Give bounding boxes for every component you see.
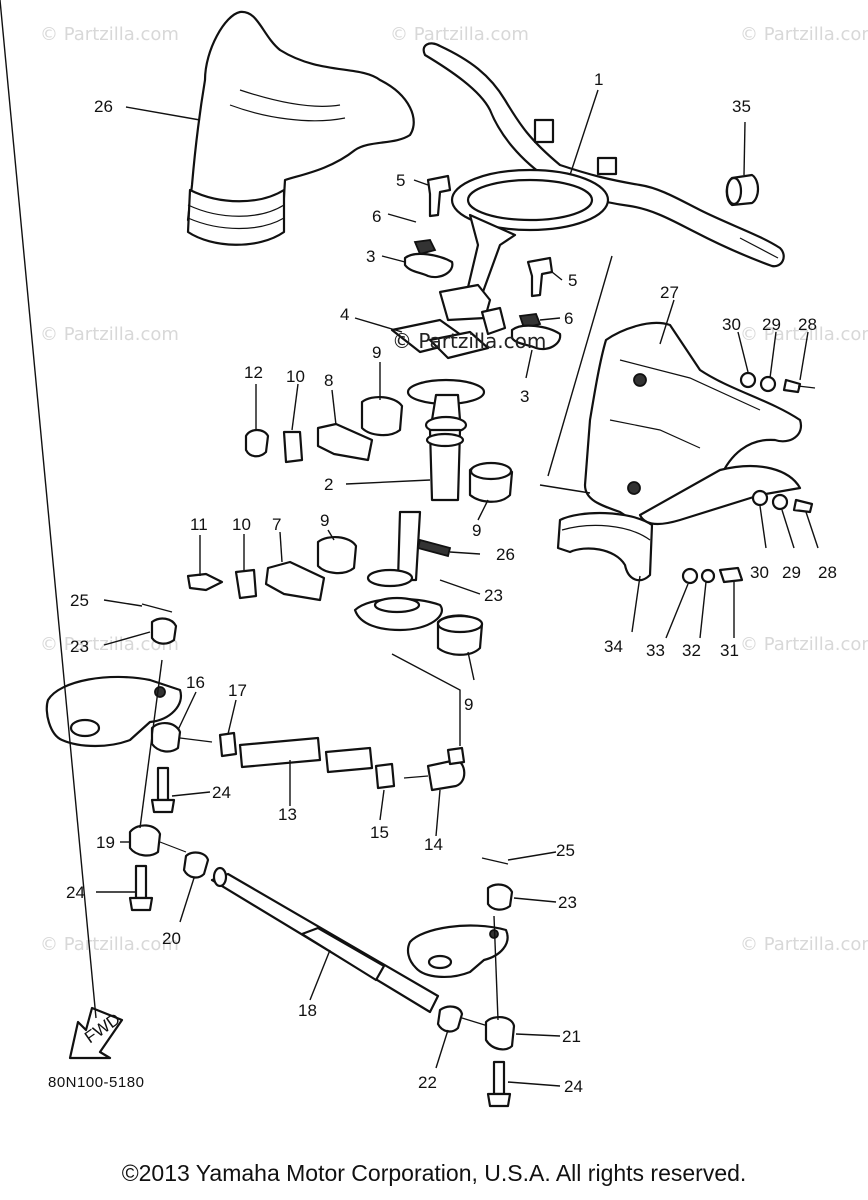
part-right-hardware — [681, 371, 816, 585]
callout-9: 9 — [464, 695, 473, 714]
part-end-cap — [725, 173, 760, 207]
part-clamp-hardware — [403, 174, 562, 351]
watermark: © Partzilla.com — [740, 634, 868, 655]
callout-20: 20 — [162, 929, 181, 948]
fwd-arrow-icon: FWD — [68, 1006, 124, 1060]
callout-30: 30 — [750, 563, 769, 582]
watermark: © Partzilla.com — [740, 24, 868, 45]
callout-9: 9 — [372, 343, 381, 362]
part-panel-bracket — [583, 321, 803, 527]
callout-28: 28 — [798, 315, 817, 334]
callout-8: 8 — [324, 371, 333, 390]
callout-24: 24 — [66, 883, 85, 902]
callout-29: 29 — [782, 563, 801, 582]
callout-30: 30 — [722, 315, 741, 334]
watermark: © Partzilla.com — [390, 24, 529, 45]
callout-1: 1 — [594, 70, 603, 89]
callout-14: 14 — [424, 835, 443, 854]
callout-25: 25 — [556, 841, 575, 860]
part-brackets — [186, 422, 374, 602]
watermark: © Partzilla.com — [40, 24, 179, 45]
callout-2: 2 — [324, 475, 333, 494]
part-lower-clamp — [556, 512, 654, 582]
callout-34: 34 — [604, 637, 623, 656]
callout-35: 35 — [732, 97, 751, 116]
copyright-notice: ©2013 Yamaha Motor Corporation, U.S.A. A… — [121, 1160, 747, 1186]
callout-18: 18 — [298, 1001, 317, 1020]
callout-9: 9 — [320, 511, 329, 530]
callout-27: 27 — [660, 283, 679, 302]
callout-29: 29 — [762, 315, 781, 334]
callout-10: 10 — [232, 515, 251, 534]
callout-9: 9 — [472, 521, 481, 540]
part-left-arm — [45, 603, 183, 748]
callout-6: 6 — [372, 207, 381, 226]
callout-24: 24 — [564, 1077, 583, 1096]
callout-31: 31 — [720, 641, 739, 660]
callout-24: 24 — [212, 783, 231, 802]
callout-23: 23 — [558, 893, 577, 912]
part-column-bracket — [390, 318, 490, 360]
callout-labels: 26 1 35 5 6 3 5 6 3 4 9 8 10 12 2 9 9 7 … — [66, 70, 837, 1096]
callout-10: 10 — [286, 367, 305, 386]
callout-11: 11 — [190, 515, 208, 534]
callout-21: 21 — [562, 1027, 581, 1046]
part-upper-tie-rod — [150, 722, 466, 814]
callout-22: 22 — [418, 1073, 437, 1092]
callout-3: 3 — [366, 247, 375, 266]
watermark: © Partzilla.com — [740, 934, 868, 955]
part-code: 80N100-5180 — [48, 1074, 145, 1091]
watermark: © Partzilla.com — [40, 934, 179, 955]
callout-7: 7 — [272, 515, 281, 534]
part-handlebar — [422, 42, 785, 336]
callout-13: 13 — [278, 805, 297, 824]
part-bushings — [316, 396, 514, 656]
part-right-arm — [406, 857, 514, 978]
watermark: © Partzilla.com — [40, 324, 179, 345]
callout-28: 28 — [818, 563, 837, 582]
watermark-group: © Partzilla.com © Partzilla.com © Partzi… — [40, 24, 868, 955]
center-watermark: © Partzilla.com — [392, 329, 546, 353]
leader-lines — [0, 0, 819, 1087]
callout-32: 32 — [682, 641, 701, 660]
part-lower-tie-rod — [128, 824, 516, 1108]
callout-17: 17 — [228, 681, 247, 700]
part-steering-boot — [186, 10, 415, 246]
callout-6: 6 — [564, 309, 573, 328]
callout-16: 16 — [186, 673, 205, 692]
part-steering-column — [353, 378, 486, 632]
callout-33: 33 — [646, 641, 665, 660]
callout-5: 5 — [396, 171, 405, 190]
callout-25: 25 — [70, 591, 89, 610]
callout-26: 26 — [496, 545, 515, 564]
callout-4: 4 — [340, 305, 349, 324]
callout-12: 12 — [244, 363, 263, 382]
callout-23: 23 — [70, 637, 89, 656]
callout-3: 3 — [520, 387, 529, 406]
watermark: © Partzilla.com — [740, 324, 868, 345]
callout-23: 23 — [484, 586, 503, 605]
callout-26: 26 — [94, 97, 113, 116]
callout-19: 19 — [96, 833, 115, 852]
callout-5: 5 — [568, 271, 577, 290]
callout-15: 15 — [370, 823, 389, 842]
watermark: © Partzilla.com — [40, 634, 179, 655]
